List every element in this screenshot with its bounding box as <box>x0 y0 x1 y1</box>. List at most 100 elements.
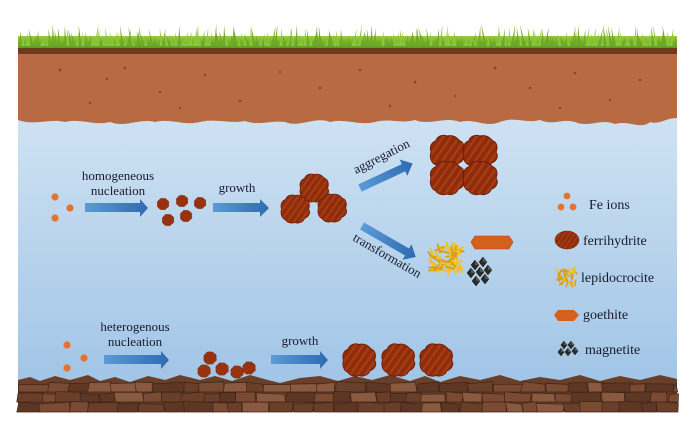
homogeneous-nucleation-label-line2: nucleation <box>91 183 146 198</box>
grass-blade <box>189 32 193 46</box>
rock <box>629 383 646 393</box>
lepidocrocite-needle <box>441 261 452 268</box>
rock <box>349 391 378 403</box>
grass-blade <box>250 25 256 46</box>
lepidocrocite-needle <box>438 249 450 254</box>
lepidocrocite-needle <box>448 259 457 268</box>
rock <box>481 401 507 413</box>
grass-blade <box>108 37 112 46</box>
grass-blade <box>266 31 271 46</box>
rock <box>87 402 120 413</box>
grass-blade <box>207 31 213 46</box>
rock <box>545 383 569 393</box>
rock <box>117 402 140 413</box>
rock <box>268 401 294 413</box>
grass-blade <box>156 37 161 46</box>
grass-blade <box>279 27 283 46</box>
grass-blade <box>543 26 549 46</box>
grass-blade <box>146 36 151 46</box>
grass-blade <box>261 37 265 46</box>
grass-blade <box>624 36 629 46</box>
grass-blade <box>215 28 220 46</box>
grass-blade <box>441 34 445 46</box>
rock <box>47 382 71 393</box>
grass-blade <box>219 30 223 46</box>
lepidocrocite-needle <box>558 269 563 277</box>
arrow-aggregation <box>358 159 413 192</box>
grass-blade <box>468 34 472 46</box>
rock <box>400 402 424 413</box>
rock <box>649 391 668 403</box>
rock <box>68 401 89 413</box>
grass-blade <box>169 33 175 46</box>
grass-blade <box>201 30 205 46</box>
grass-blade <box>418 27 424 46</box>
lepidocrocite-cluster <box>427 241 465 277</box>
grass-blade <box>633 25 637 46</box>
grass-blade <box>498 24 502 46</box>
arrow-growth-bottom <box>271 351 328 369</box>
lepidocrocite-needle <box>450 245 454 257</box>
rock <box>79 393 101 403</box>
grass-blade <box>174 31 178 46</box>
grass-blade <box>177 25 181 46</box>
grass-blade <box>450 35 455 46</box>
grass-blade <box>591 27 597 46</box>
grass-blade <box>249 27 253 46</box>
grass-blade <box>495 30 499 46</box>
grass-blade <box>105 27 109 46</box>
growth-label-bottom: growth <box>282 333 319 348</box>
rock <box>375 391 392 403</box>
rock <box>203 393 221 403</box>
rock <box>668 393 679 403</box>
legend-label-magnetite: magnetite <box>585 343 640 358</box>
grass-blade <box>481 24 487 46</box>
rock <box>315 382 336 393</box>
rock <box>138 403 165 413</box>
rock <box>459 401 484 413</box>
soil-layer <box>18 46 677 126</box>
rock <box>180 391 208 403</box>
grass-blade <box>290 29 295 46</box>
rock <box>143 391 163 403</box>
rock <box>520 381 546 393</box>
grass-blade <box>342 37 346 46</box>
grass-blade <box>565 30 571 46</box>
grass-blade <box>577 31 583 46</box>
rock <box>293 402 316 413</box>
grass-blade <box>210 37 214 46</box>
grass-blade <box>51 24 55 46</box>
lepidocrocite-needle <box>562 275 569 281</box>
rock <box>212 402 229 413</box>
grass-blade <box>196 31 202 46</box>
grass-blade <box>87 34 91 46</box>
grass-blade <box>192 26 198 46</box>
grass-blade <box>435 28 440 46</box>
arrow-transformation <box>360 222 416 260</box>
grass-blade <box>432 37 437 46</box>
lepidocrocite-needle <box>458 262 463 273</box>
rock <box>313 392 336 403</box>
rock <box>162 401 185 413</box>
grass-blade <box>648 33 652 46</box>
grass-blade <box>102 34 106 46</box>
lepidocrocite-needle <box>437 261 443 272</box>
grass-blade <box>297 33 301 46</box>
grass-blade <box>57 27 61 46</box>
lepidocrocite-needle <box>567 281 573 288</box>
grass-blade <box>28 28 34 46</box>
grass-blade <box>642 32 646 46</box>
grass-blade <box>447 32 451 46</box>
grass-blade <box>472 36 478 46</box>
grass-blade <box>531 28 535 46</box>
grass-blade <box>672 36 676 46</box>
fe-ions-bottom <box>63 341 88 372</box>
rock <box>183 381 201 393</box>
grass-blade <box>669 27 674 46</box>
grass-blade <box>159 27 163 46</box>
rock <box>222 381 248 393</box>
grass-blade <box>402 31 406 46</box>
legend-label-goethite: goethite <box>583 308 628 323</box>
grass-blade <box>556 33 562 46</box>
grass-blade <box>411 31 415 46</box>
